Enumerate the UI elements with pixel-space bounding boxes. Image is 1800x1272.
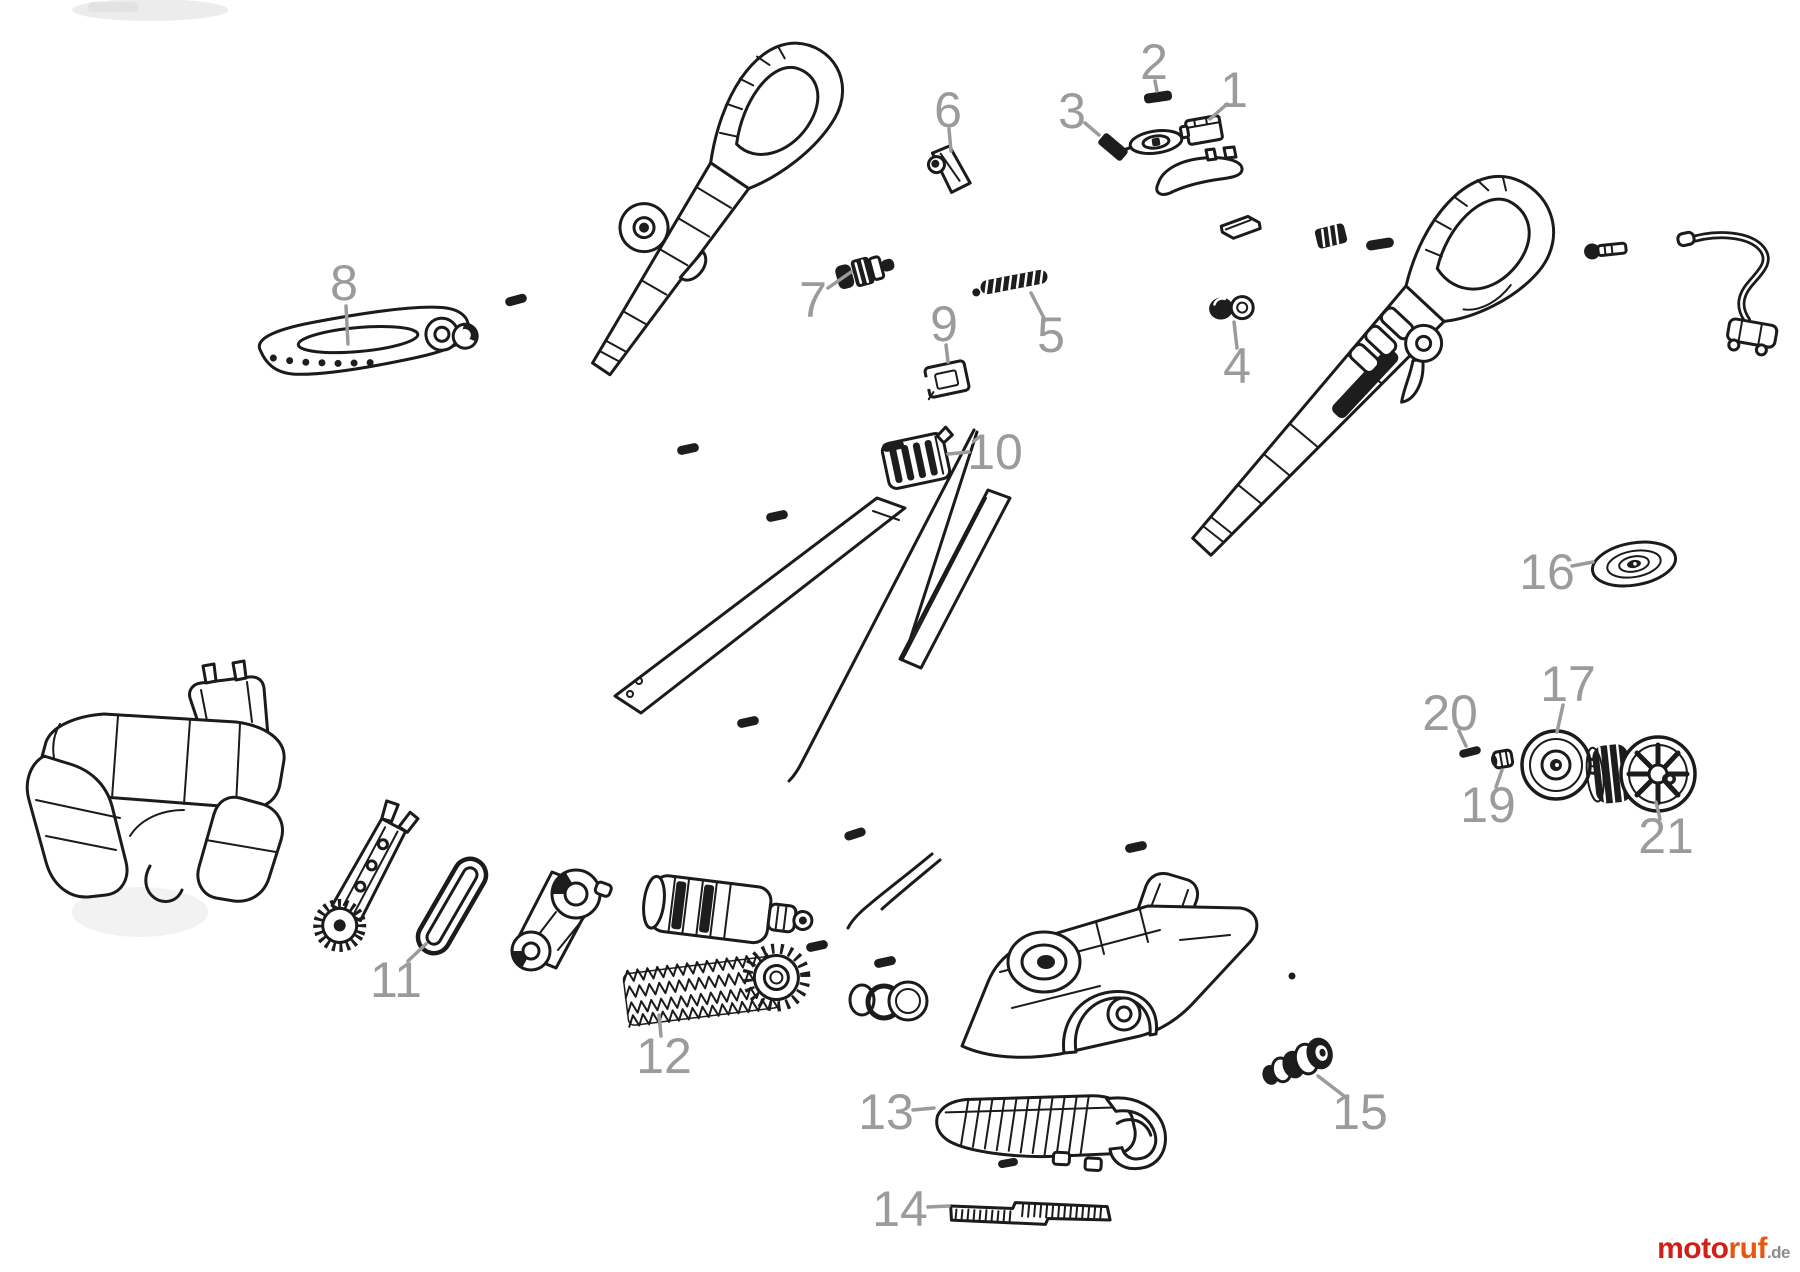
contact-block	[1098, 133, 1128, 161]
part-callout-9-cable-clip: 9	[930, 296, 958, 352]
screw	[766, 510, 788, 522]
drive-belt	[415, 856, 489, 956]
part-callout-5-spring: 5	[1037, 307, 1065, 363]
leader-line-14	[926, 1204, 951, 1209]
part-callout-11-drive-belt: 11	[370, 952, 422, 1008]
part-callout-2-button-cap: 2	[1140, 34, 1168, 90]
spring	[972, 269, 1048, 297]
switch	[1209, 295, 1255, 321]
part-callout-4-switch: 4	[1223, 338, 1251, 394]
leader-line-4	[1232, 320, 1239, 350]
leader-line-10	[946, 450, 971, 456]
cord-connector	[1584, 241, 1628, 260]
callout-leaders	[344, 79, 1662, 1209]
switch-housing	[1178, 114, 1224, 146]
flat-key	[1219, 214, 1262, 240]
part-callout-7-adjustment-knob: 7	[799, 272, 827, 328]
worm-gear	[1262, 1037, 1333, 1085]
part-callout-20-axle-pin: 20	[1422, 685, 1478, 741]
deck-housing-right	[960, 872, 1259, 1059]
drive-cable	[846, 852, 942, 930]
wheel	[1520, 729, 1592, 801]
watermark-brand-2: ruf	[1728, 1232, 1767, 1265]
part-callout-3-contact-block: 3	[1058, 83, 1086, 139]
leader-line-2	[1153, 79, 1159, 93]
screw	[737, 716, 759, 728]
leader-line-12	[657, 1013, 663, 1038]
motor-with-pulleys	[510, 868, 613, 972]
motor-armature	[642, 874, 814, 945]
part-callout-1-switch-housing: 1	[1220, 62, 1248, 118]
cable-clamp	[926, 144, 972, 194]
leader-line-17	[1555, 703, 1565, 734]
leader-line-13	[911, 1106, 936, 1112]
watermark-brand-1: moto	[1657, 1232, 1729, 1265]
part-callout-17-wheel: 17	[1540, 656, 1596, 712]
part-callout-19-axle-nut: 19	[1460, 777, 1516, 833]
leader-line-19	[1494, 768, 1504, 789]
shaft-tube-long	[613, 496, 907, 715]
leader-line-6	[947, 127, 953, 153]
leader-line-20	[1457, 729, 1468, 748]
leader-line-11	[406, 942, 428, 963]
blade-strip	[949, 1201, 1112, 1226]
part-callout-15-worm-gear: 15	[1332, 1084, 1388, 1140]
part-callout-13-guard-comb: 13	[858, 1084, 914, 1140]
leader-line-1	[1208, 102, 1229, 121]
screw	[1125, 841, 1147, 853]
leader-line-16	[1570, 560, 1595, 568]
ribbed-block	[1314, 223, 1348, 249]
screw	[677, 443, 699, 455]
leader-line-8	[344, 304, 350, 346]
axle-nut	[1491, 748, 1515, 770]
handle-housing-left	[591, 41, 845, 377]
drive-rod	[787, 428, 979, 783]
handle-housing-right	[1191, 174, 1556, 557]
watermark-suffix: .de	[1766, 1243, 1791, 1262]
axle-pin	[1459, 746, 1481, 758]
small-bar	[1366, 237, 1394, 251]
drive-gear-assembly	[313, 799, 420, 952]
trigger-lever	[1155, 145, 1244, 196]
deck-housing-left	[25, 659, 286, 904]
screw	[1288, 972, 1296, 980]
guard-comb	[935, 1094, 1167, 1172]
screw	[505, 293, 527, 307]
part-callout-10-coupling-collar: 10	[967, 424, 1023, 480]
button-cap	[1143, 90, 1173, 104]
screw	[806, 940, 828, 952]
aux-handle	[257, 305, 479, 376]
screw	[874, 956, 896, 968]
leader-line-15	[1316, 1074, 1346, 1098]
screw	[844, 827, 866, 841]
leader-line-7	[826, 270, 853, 290]
part-callout-14-blade-strip: 14	[872, 1181, 928, 1237]
part-callout-21-gear-wheel: 21	[1638, 808, 1694, 864]
watermark: motoruf.de	[1657, 1232, 1790, 1266]
shaft-tube-short	[898, 488, 1012, 670]
cable-clip	[923, 359, 971, 401]
part-callout-6-cable-clamp: 6	[934, 82, 962, 138]
leader-line-3	[1083, 121, 1101, 137]
screw	[998, 1157, 1018, 1169]
part-callout-16-washer-disc: 16	[1519, 544, 1575, 600]
part-callout-12-brush-roller: 12	[636, 1028, 692, 1084]
gear-wheel	[1585, 735, 1697, 813]
leader-line-5	[1029, 291, 1047, 322]
screw	[882, 440, 904, 452]
leader-line-21	[1654, 800, 1662, 821]
screws	[505, 293, 1296, 1169]
adjustment-knob	[835, 255, 895, 290]
part-callout-8-auxiliary-handle: 8	[330, 255, 358, 311]
bearing-seal	[848, 980, 929, 1022]
leader-line-9	[944, 343, 950, 364]
washer-disc	[1590, 540, 1678, 588]
brush-roller	[622, 943, 811, 1028]
power-cord	[1676, 230, 1779, 357]
